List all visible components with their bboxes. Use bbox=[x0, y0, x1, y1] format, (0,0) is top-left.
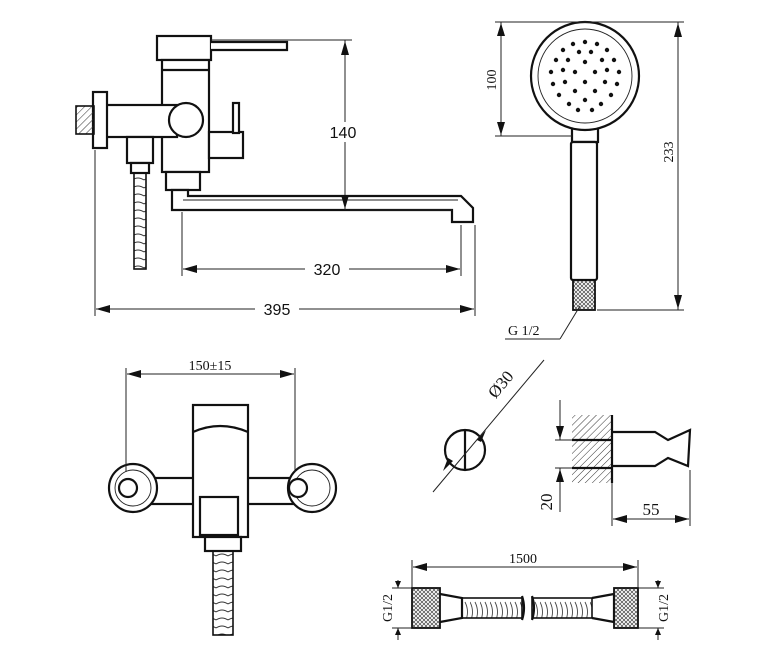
shower-handle bbox=[569, 140, 599, 282]
label-140: 140 bbox=[330, 125, 357, 142]
label-g12-right: G1/2 bbox=[657, 594, 672, 622]
lever-handle bbox=[155, 34, 213, 62]
label-233: 233 bbox=[662, 142, 677, 163]
dimension-233: 233 bbox=[585, 21, 684, 311]
shower-thread bbox=[572, 279, 596, 311]
diverter-knob bbox=[207, 130, 245, 160]
hose-nut-right bbox=[613, 587, 639, 629]
label-20: 20 bbox=[537, 494, 556, 511]
connection-pipe bbox=[100, 103, 179, 139]
diameter-detail: Ø30 bbox=[432, 359, 545, 493]
thread-dimension-left: G1/2 bbox=[381, 580, 412, 640]
thread-leader-handshower: G 1/2 bbox=[505, 305, 581, 340]
label-g12-handshower: G 1/2 bbox=[508, 324, 540, 339]
threaded-inlet bbox=[75, 105, 95, 135]
hose-body-right bbox=[531, 597, 593, 619]
hose-segment-lower bbox=[212, 550, 234, 636]
eccentric-nut bbox=[167, 101, 205, 139]
hose-segment bbox=[133, 172, 147, 270]
label-150: 150±15 bbox=[189, 359, 232, 374]
wall-flange bbox=[91, 90, 109, 150]
spout bbox=[170, 188, 475, 224]
dimension-150: 150±15 bbox=[125, 359, 296, 472]
spray-nozzles bbox=[548, 39, 622, 113]
label-1500: 1500 bbox=[509, 552, 537, 567]
hose-body-left bbox=[461, 597, 523, 619]
shower-head bbox=[529, 20, 641, 132]
label-d30: Ø30 bbox=[484, 367, 517, 402]
mixer-wall-view bbox=[107, 403, 338, 636]
dimension-1500: 1500 bbox=[411, 552, 639, 588]
label-g12-left: G1/2 bbox=[381, 594, 396, 622]
wall-hatch bbox=[572, 415, 612, 483]
shower-hose bbox=[411, 587, 639, 629]
hose-nut-left bbox=[411, 587, 441, 629]
thread-dimension-right: G1/2 bbox=[638, 580, 672, 640]
dimension-320: 320 bbox=[181, 212, 462, 279]
label-320: 320 bbox=[314, 262, 341, 279]
lever-arm bbox=[211, 40, 289, 52]
hose-outlet bbox=[125, 135, 155, 165]
hand-shower bbox=[529, 20, 641, 311]
dimension-395: 395 bbox=[94, 150, 476, 319]
label-55: 55 bbox=[643, 500, 660, 519]
mixer-front-view bbox=[75, 34, 475, 270]
label-395: 395 bbox=[264, 302, 291, 319]
wall-section-detail: 20 55 bbox=[537, 400, 692, 526]
label-100: 100 bbox=[485, 70, 500, 91]
dimension-100: 100 bbox=[485, 21, 585, 137]
pipe-stub bbox=[612, 428, 692, 468]
dimension-140: 140 bbox=[211, 39, 452, 211]
